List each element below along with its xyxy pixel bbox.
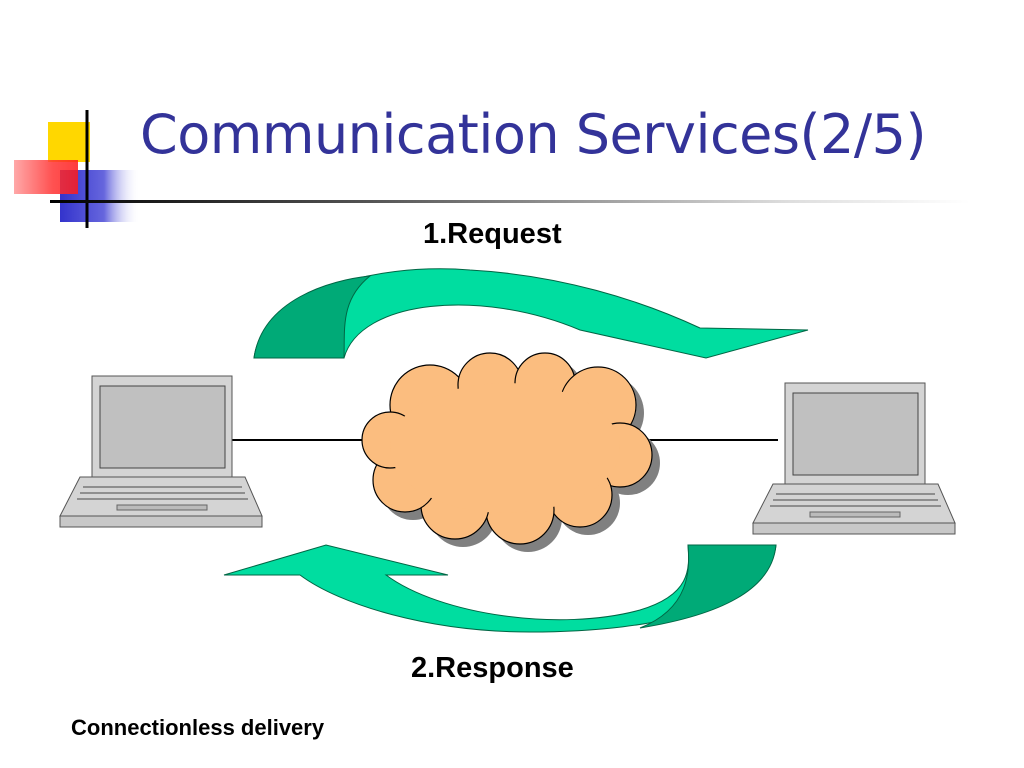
- request-arrow: [253, 268, 809, 359]
- right-laptop-icon: [752, 382, 956, 535]
- title-decoration: [14, 110, 970, 228]
- network-cloud-fill: [390, 383, 620, 513]
- caption-text: Connectionless delivery: [71, 715, 325, 740]
- page-title: Communication Services(2/5): [140, 103, 927, 166]
- deco-yellow-square: [48, 122, 90, 162]
- title-underline: [50, 200, 970, 203]
- left-laptop-icon: [59, 375, 263, 528]
- response-arrow: [223, 544, 777, 633]
- client-server-diagram: [59, 268, 956, 633]
- response-label: 2.Response: [411, 652, 574, 684]
- deco-red-bar: [14, 160, 78, 194]
- request-label: 1.Request: [423, 218, 562, 250]
